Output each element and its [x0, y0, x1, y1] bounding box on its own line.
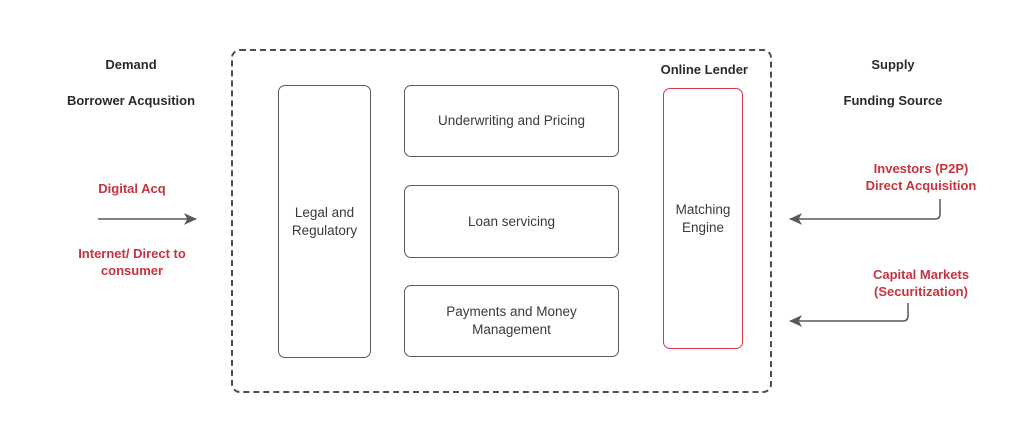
box-payments-and-money-management[interactable]: Payments and Money Management [404, 285, 619, 357]
funding-source-subheading: Funding Source [843, 93, 943, 108]
capital-markets-label: Capital Markets (Securitization) [838, 266, 1004, 300]
internet-direct-to-consumer-label: Internet/ Direct to consumer [78, 246, 186, 278]
investors-p2p-line2: Direct Acquisition [865, 178, 977, 193]
capital-markets-line2: (Securitization) [874, 284, 968, 299]
online-lender-label: Online Lender [660, 62, 748, 77]
box-underwriting-and-pricing[interactable]: Underwriting and Pricing [404, 85, 619, 157]
box-legal-and-regulatory[interactable]: Legal and Regulatory [278, 85, 371, 358]
demand-heading: Demand [105, 57, 157, 72]
supply-heading: Supply [871, 57, 915, 72]
capital-markets-line1: Capital Markets [872, 267, 970, 282]
investors-p2p-label: Investors (P2P) Direct Acquisition [838, 160, 1004, 194]
digital-acq-label: Digital Acq [98, 181, 166, 196]
capital-markets-supply-arrow [789, 303, 909, 327]
borrower-acquisition-subheading: Borrower Acqusition [66, 93, 196, 108]
online-lender-container [231, 49, 772, 393]
box-matching-engine[interactable]: Matching Engine [663, 88, 743, 349]
box-loan-servicing[interactable]: Loan servicing [404, 185, 619, 258]
investors-supply-arrow [789, 199, 941, 225]
investors-p2p-line1: Investors (P2P) [873, 161, 969, 176]
